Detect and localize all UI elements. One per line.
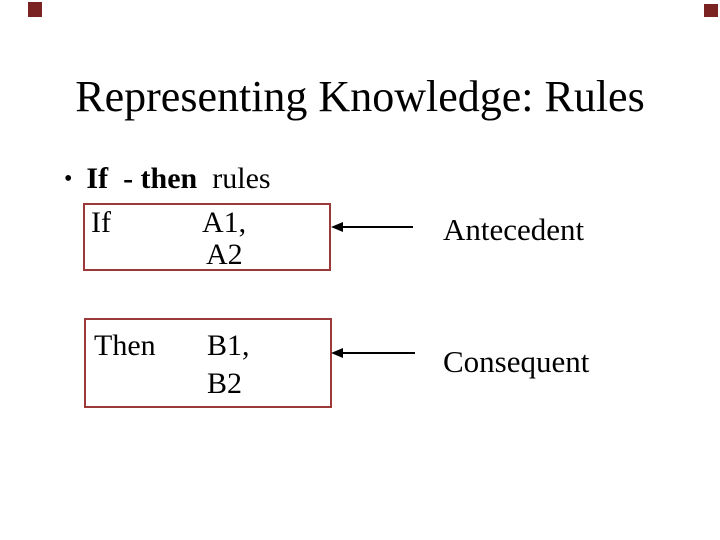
consequent-box: Then B1, B2	[84, 318, 332, 408]
bullet-line: • If - then rules	[64, 162, 271, 195]
bullet-text-bold: If - then	[86, 162, 198, 195]
consequent-arrow-icon	[331, 346, 417, 360]
bullet-text-regular: rules	[197, 162, 271, 195]
bullet-marker-icon: •	[64, 166, 73, 192]
antecedent-value-2: A2	[206, 238, 243, 271]
corner-decoration-right	[704, 4, 718, 17]
antecedent-box: If A1, A2	[83, 203, 331, 271]
slide-title: Representing Knowledge: Rules	[75, 72, 645, 121]
antecedent-arrow-shaft	[340, 226, 413, 228]
antecedent-box-line1: If A1,	[91, 206, 247, 239]
antecedent-arrow-icon	[331, 220, 415, 234]
consequent-arrowhead-icon	[331, 348, 343, 358]
antecedent-label: Antecedent	[443, 212, 585, 247]
consequent-value-2: B2	[207, 367, 243, 400]
antecedent-keyword: If	[91, 206, 111, 239]
consequent-box-line1: Then B1,	[94, 329, 250, 362]
consequent-arrow-shaft	[340, 352, 415, 354]
consequent-keyword: Then	[94, 329, 156, 362]
corner-decoration-left	[28, 2, 42, 17]
consequent-label: Consequent	[443, 344, 590, 379]
consequent-value-1: B1,	[207, 329, 250, 362]
antecedent-value-1: A1,	[202, 206, 247, 239]
antecedent-arrowhead-icon	[331, 222, 343, 232]
